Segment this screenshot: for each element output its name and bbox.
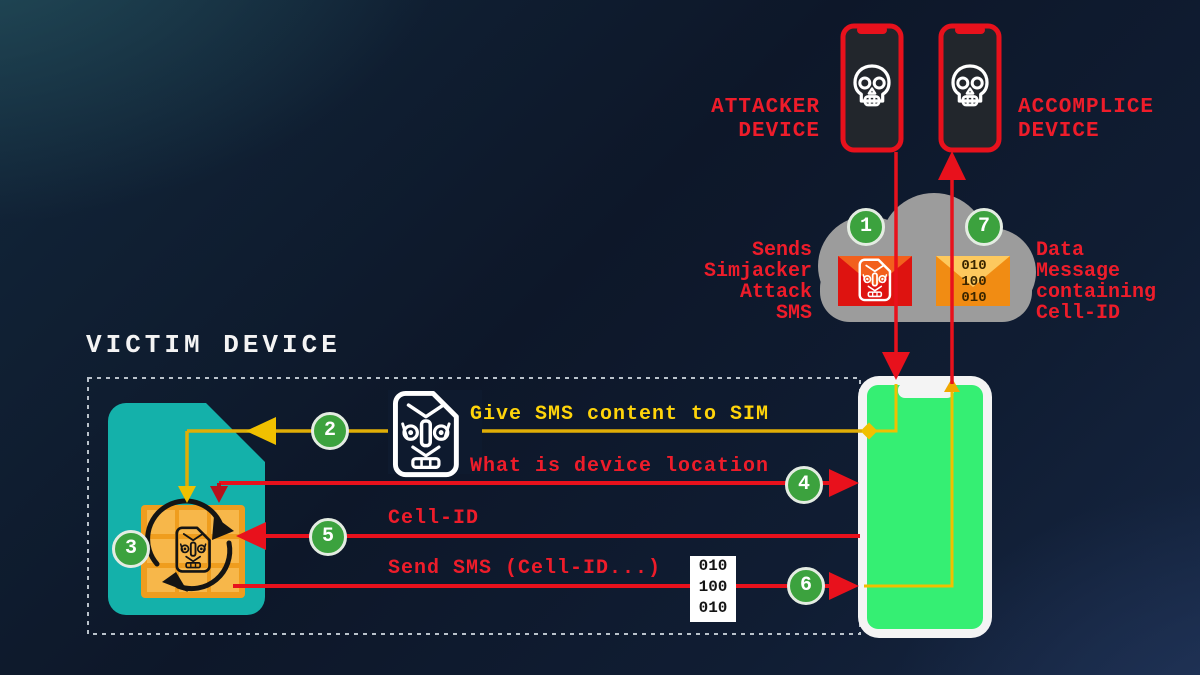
sim-chip bbox=[141, 498, 245, 598]
data-message-envelope bbox=[936, 256, 1010, 306]
network-links bbox=[882, 151, 966, 384]
step-badge-1: 1 bbox=[847, 208, 885, 246]
step-badge-3: 3 bbox=[112, 530, 150, 568]
flow-location-query-label: What is device location bbox=[470, 455, 770, 478]
down-arrow bbox=[882, 352, 910, 380]
accomplice-device-label: ACCOMPLICE DEVICE bbox=[1018, 96, 1155, 143]
sim-card bbox=[108, 403, 265, 615]
up-arrow-small bbox=[944, 378, 960, 392]
down-arrow bbox=[210, 486, 228, 503]
accomplice-phone bbox=[938, 23, 1002, 153]
connector-diamond bbox=[860, 422, 878, 440]
binary-payload-box: 010 100 010 bbox=[690, 556, 736, 622]
victim-phone-screen bbox=[867, 385, 983, 629]
flow-send-sms-label: Send SMS (Cell-ID...) bbox=[388, 557, 662, 580]
step-badge-5: 5 bbox=[309, 518, 347, 556]
step-badge-4: 4 bbox=[785, 466, 823, 504]
flow-give-sms-line bbox=[178, 417, 862, 503]
left-arrow bbox=[236, 522, 266, 550]
handset-sms-icon bbox=[388, 390, 482, 475]
step-badge-2: 2 bbox=[311, 412, 349, 450]
attack-sms-envelope bbox=[838, 256, 912, 306]
step-badge-6: 6 bbox=[787, 567, 825, 605]
victim-device-title: VICTIM DEVICE bbox=[86, 330, 341, 360]
victim-phone bbox=[858, 376, 992, 638]
right-arrow bbox=[829, 469, 859, 497]
flow-give-sms-label: Give SMS content to SIM bbox=[470, 403, 770, 426]
right-arrow bbox=[829, 572, 859, 600]
victim-phone-notch bbox=[898, 383, 954, 398]
up-arrow bbox=[938, 151, 966, 180]
flow-cell-id-label: Cell-ID bbox=[388, 507, 480, 530]
flow-location-query-line bbox=[210, 469, 859, 503]
step-badge-7: 7 bbox=[965, 208, 1003, 246]
left-arrow bbox=[246, 417, 276, 445]
flow-send-sms-line bbox=[233, 572, 859, 600]
data-message-note: Data Message containing Cell-ID bbox=[1036, 239, 1157, 325]
envelope-binary-text: 010 100 010 bbox=[961, 258, 987, 306]
sends-simjacker-note: Sends Simjacker Attack SMS bbox=[703, 239, 812, 325]
attacker-device-label: ATTACKER DEVICE bbox=[711, 96, 820, 143]
down-arrow bbox=[178, 486, 196, 503]
attacker-phone bbox=[840, 23, 904, 153]
